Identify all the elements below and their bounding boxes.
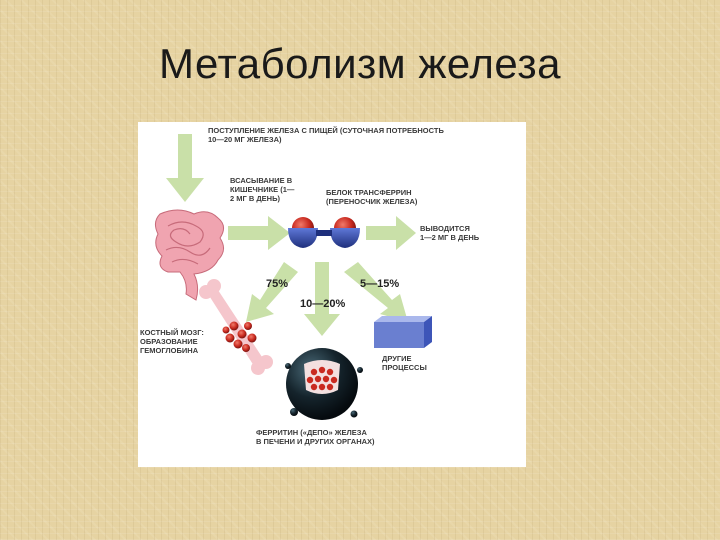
ferritin-illustration [285, 348, 363, 420]
other-processes-label: ДРУГИЕ ПРОЦЕССЫ [382, 354, 427, 372]
iron-metabolism-diagram: ПОСТУПЛЕНИЕ ЖЕЛЕЗА С ПИЩЕЙ (СУТОЧНАЯ ПОТ… [138, 122, 526, 467]
intestine-illustration [154, 209, 224, 301]
bone-marrow-arrow [246, 262, 298, 322]
intake-arrow [166, 134, 204, 202]
absorption-label: ВСАСЫВАНИЕ В КИШЕЧНИКЕ (1— 2 МГ В ДЕНЬ) [230, 176, 295, 203]
other-processes-arrow [344, 262, 408, 322]
red-cells-illustration [222, 321, 257, 352]
percent-ferritin: 10—20% [300, 298, 346, 310]
percent-bone-marrow: 75% [266, 278, 289, 290]
ferritin-arrow [304, 262, 340, 336]
diagram-graphics [154, 134, 432, 420]
bone-marrow-label: КОСТНЫЙ МОЗГ: ОБРАЗОВАНИЕ ГЕМОГЛОБИНА [140, 328, 204, 355]
absorption-arrow [228, 216, 290, 250]
intake-label: ПОСТУПЛЕНИЕ ЖЕЛЕЗА С ПИЩЕЙ (СУТОЧНАЯ ПОТ… [208, 126, 444, 144]
slide-title: Метаболизм железа [159, 40, 561, 87]
ferritin-label: ФЕРРИТИН («ДЕПО» ЖЕЛЕЗА В ПЕЧЕНИ И ДРУГИ… [256, 428, 375, 446]
excretion-arrow [366, 216, 416, 250]
percent-other: 5—15% [360, 278, 400, 290]
transferrin-illustration [288, 217, 360, 248]
other-processes-box [374, 316, 432, 348]
transferrin-label: БЕЛОК ТРАНСФЕРРИН (ПЕРЕНОСЧИК ЖЕЛЕЗА) [326, 188, 418, 206]
excretion-label: ВЫВОДИТСЯ 1—2 МГ В ДЕНЬ [420, 224, 480, 242]
